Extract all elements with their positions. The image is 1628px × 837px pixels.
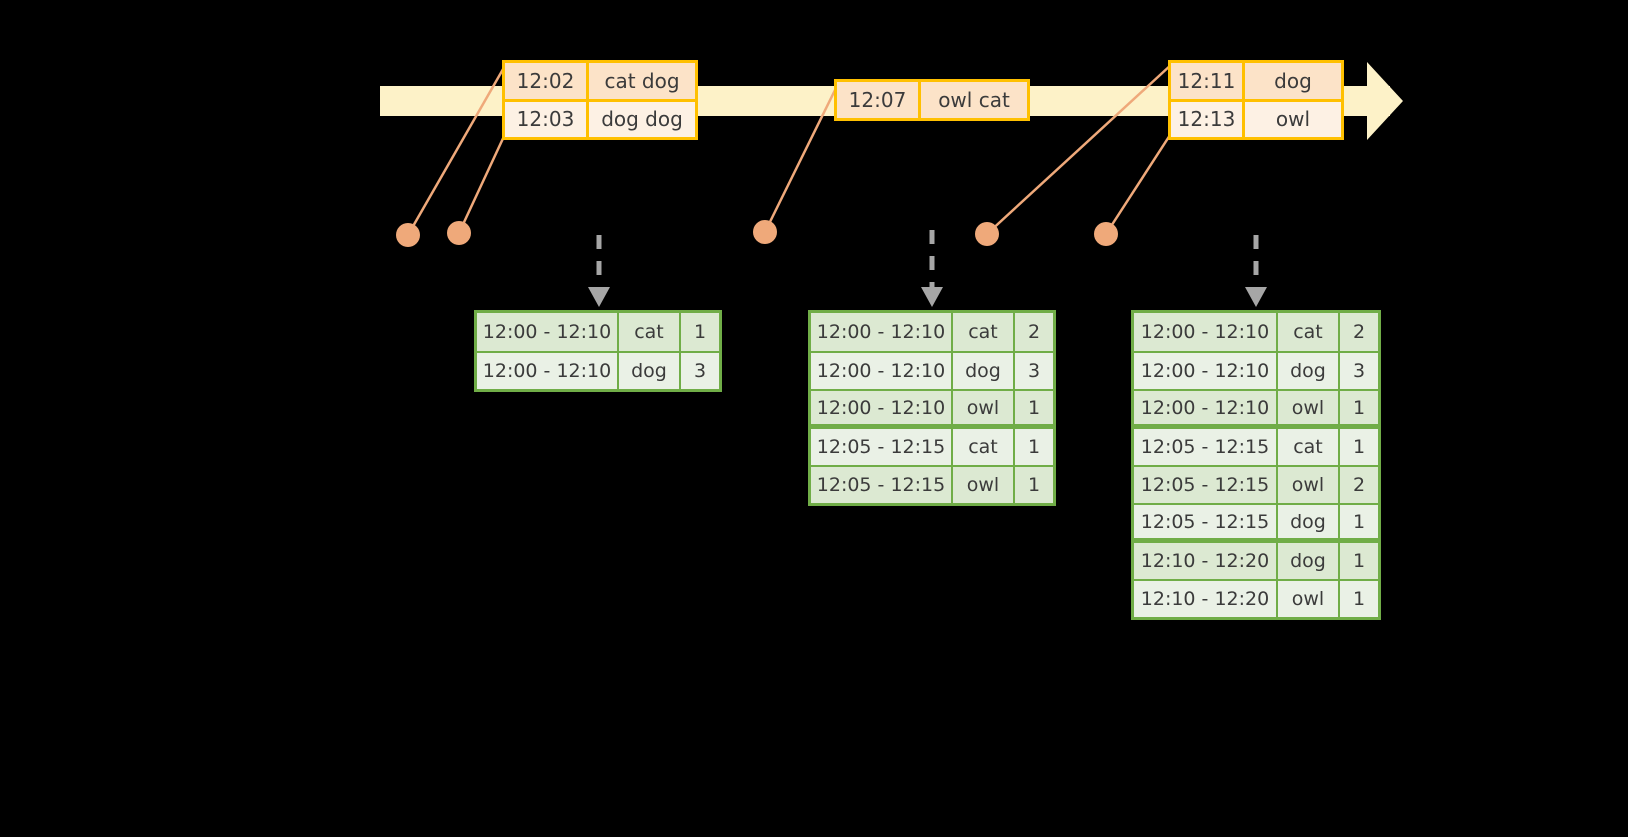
window-cell: 12:05 - 12:15 [811, 429, 953, 465]
event-time: 12:03 [505, 101, 589, 137]
trigger-arrow-3-head-icon [1245, 287, 1267, 307]
window-cell: 12:00 - 12:10 [1134, 391, 1278, 424]
count-cell: 2 [1340, 467, 1378, 503]
window-cell: 12:00 - 12:10 [811, 353, 953, 389]
count-cell: 1 [1340, 505, 1378, 538]
event-value: owl cat [921, 82, 1027, 118]
window-cell: 12:10 - 12:20 [1134, 581, 1278, 617]
event-value: dog dog [589, 101, 695, 137]
event-dot-2 [447, 221, 471, 245]
count-cell: 1 [1340, 543, 1378, 579]
key-cell: owl [1278, 391, 1340, 424]
window-cell: 12:00 - 12:10 [811, 313, 953, 351]
count-cell: 1 [681, 313, 719, 351]
timeline-event-row: 12:03 dog dog [505, 98, 695, 137]
timeline-event-row: 12:07 owl cat [837, 82, 1027, 118]
key-cell: cat [1278, 313, 1340, 351]
window-cell: 12:00 - 12:10 [477, 313, 619, 351]
event-time: 12:11 [1171, 63, 1245, 99]
timeline-event-group-1: 12:02 cat dog 12:03 dog dog [502, 60, 698, 140]
window-cell: 12:00 - 12:10 [1134, 313, 1278, 351]
count-cell: 3 [681, 353, 719, 389]
window-cell: 12:05 - 12:15 [1134, 505, 1278, 538]
key-cell: dog [619, 353, 681, 389]
event-value: cat dog [589, 63, 695, 99]
count-cell: 3 [1340, 353, 1378, 389]
count-cell: 2 [1015, 313, 1053, 351]
event-value: owl [1245, 101, 1341, 137]
window-cell: 12:00 - 12:10 [1134, 353, 1278, 389]
event-value: dog [1245, 63, 1341, 99]
count-cell: 1 [1015, 429, 1053, 465]
key-cell: owl [1278, 467, 1340, 503]
window-cell: 12:05 - 12:15 [1134, 429, 1278, 465]
event-dot-3 [753, 220, 777, 244]
key-cell: cat [1278, 429, 1340, 465]
window-cell: 12:00 - 12:10 [811, 391, 953, 424]
connector-line-5 [1104, 131, 1174, 235]
count-cell: 3 [1015, 353, 1053, 389]
window-cell: 12:00 - 12:10 [477, 353, 619, 389]
event-dot-1 [396, 223, 420, 247]
key-cell: dog [953, 353, 1015, 389]
key-cell: dog [1278, 505, 1340, 538]
timeline-event-group-2: 12:07 owl cat [834, 79, 1030, 121]
window-cell: 12:05 - 12:15 [1134, 467, 1278, 503]
event-dot-5 [1094, 222, 1118, 246]
window-cell: 12:05 - 12:15 [811, 467, 953, 503]
key-cell: dog [1278, 543, 1340, 579]
count-cell: 2 [1340, 313, 1378, 351]
timeline-event-row: 12:13 owl [1171, 98, 1341, 137]
connector-line-2 [457, 131, 508, 234]
timeline-arrowhead-icon [1367, 62, 1403, 140]
timeline-event-row: 12:02 cat dog [505, 63, 695, 99]
event-time: 12:02 [505, 63, 589, 99]
trigger-arrow-1-head-icon [588, 287, 610, 307]
key-cell: cat [953, 429, 1015, 465]
key-cell: owl [953, 391, 1015, 424]
timeline-event-group-3: 12:11 dog 12:13 owl [1168, 60, 1344, 140]
key-cell: owl [953, 467, 1015, 503]
count-cell: 1 [1340, 429, 1378, 465]
timeline-event-row: 12:11 dog [1171, 63, 1341, 99]
key-cell: cat [953, 313, 1015, 351]
count-cell: 1 [1015, 391, 1053, 424]
count-cell: 1 [1340, 581, 1378, 617]
trigger-arrow-2-head-icon [921, 287, 943, 307]
window-cell: 12:10 - 12:20 [1134, 543, 1278, 579]
event-time: 12:07 [837, 82, 921, 118]
key-cell: cat [619, 313, 681, 351]
count-cell: 1 [1015, 467, 1053, 503]
event-time: 12:13 [1171, 101, 1245, 137]
count-cell: 1 [1340, 391, 1378, 424]
event-dot-4 [975, 222, 999, 246]
key-cell: owl [1278, 581, 1340, 617]
key-cell: dog [1278, 353, 1340, 389]
